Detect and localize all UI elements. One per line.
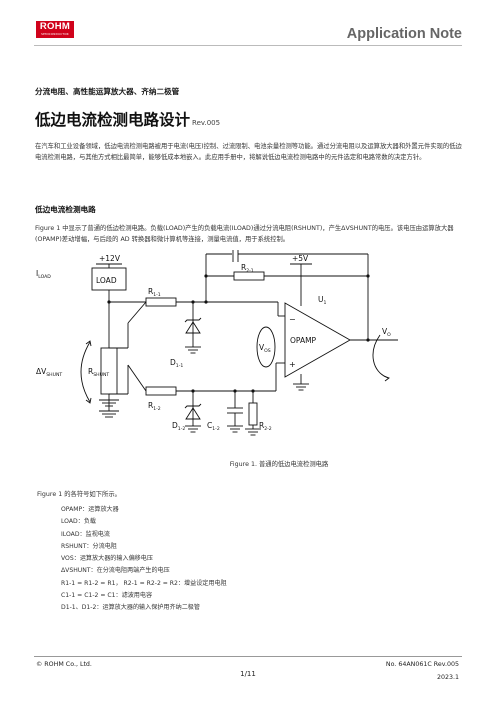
document-number: No. 64AN061C Rev.005 [385,661,459,668]
label-r2-2: R2-2 [259,421,272,432]
label-r1-2: R1-2 [148,401,161,412]
label-vos: VOS [259,343,271,354]
definitions-intro: Figure 1 的各符号如下所示。 [37,491,121,498]
label-delta-vshunt: ΔVSHUNT [36,367,62,378]
copyright: © ROHM Co., Ltd. [36,661,92,668]
label-12v: +12V [99,254,121,263]
definitions-list: OPAMP：运算放大器 LOAD：负载 ILOAD：监视电流 RSHUNT：分流… [61,504,227,615]
definition-item: C1-1 = C1-2 = C1：滤波用电容 [61,592,153,600]
title-text: 低边电流检测电路设计 [35,111,191,129]
definition-item: LOAD：负载 [61,518,97,526]
resistor-r1-1 [145,297,177,307]
label-load: LOAD [96,276,117,285]
label-noninverting-input: + [289,360,296,369]
label-d1-2: D1-2 [172,421,185,432]
label-r2-1: R2-1 [241,263,254,274]
resistor-r1-2 [145,386,177,396]
definition-item: VOS：运算放大器的输入偏移电压 [61,555,153,563]
zener-d1-1 [185,321,201,334]
footer-divider [34,656,462,657]
label-d1-1: D1-1 [170,358,183,369]
shunt-resistor [100,347,118,395]
rohm-logo: ROHM SEMICONDUCTOR [36,21,74,38]
intro-paragraph: 在汽车和工业设备领域，低边电流检测电路被用于电流(电压)控制、过流限制、电池余量… [35,143,462,161]
label-5v: +5V [292,254,309,263]
definition-item: ILOAD：监视电流 [61,530,110,538]
circuit-diagram: +12V +5V ILOAD LOAD ΔVSHUNT RSHUNT R1-1 … [36,250,398,436]
section-paragraph: Figure 1 中显示了普通的低边检测电路。负载(LOAD)产生的负载电流(I… [35,225,454,243]
definition-item: ΔVSHUNT：在分流电阻两端产生的电压 [61,567,170,575]
section-heading: 低边电流检测电路 [35,205,96,214]
revision-label: Rev.005 [192,119,221,127]
label-iload: ILOAD [36,269,51,280]
zener-d1-2 [185,407,201,420]
label-c1-2: C1-2 [207,421,220,432]
label-opamp: OPAMP [290,336,317,345]
resistor-r2-2 [248,402,258,426]
page-number: 1/11 [240,670,256,678]
label-inverting-input: − [289,315,296,324]
label-r1-1: R1-1 [148,287,161,298]
definition-item: OPAMP：运算放大器 [61,506,119,513]
document-subtitle: 分流电阻、高性能运算放大器、齐纳二极管 [35,87,180,96]
definition-item: R1-1 = R1-2 = R1， R2-1 = R2-2 = R2：增益设定用… [61,579,227,587]
logo-text: ROHM [39,21,71,32]
doc-type-label: Application Note [346,26,462,42]
opamp-u1 [284,302,351,378]
logo-subtext: SEMICONDUCTOR [41,32,69,36]
header-divider [34,45,462,46]
figure-caption: Figure 1. 普通的低边电流检测电路 [229,461,329,468]
publication-date: 2023.1 [436,674,459,681]
label-vo: VO [382,327,391,338]
vos-source [256,326,276,368]
label-u1: U1 [318,295,327,306]
label-rshunt: RSHUNT [88,367,109,378]
definition-item: RSHUNT：分流电阻 [61,542,117,550]
definition-item: D1-1、D1-2：运算放大器的输入保护用齐纳二极管 [61,604,200,612]
